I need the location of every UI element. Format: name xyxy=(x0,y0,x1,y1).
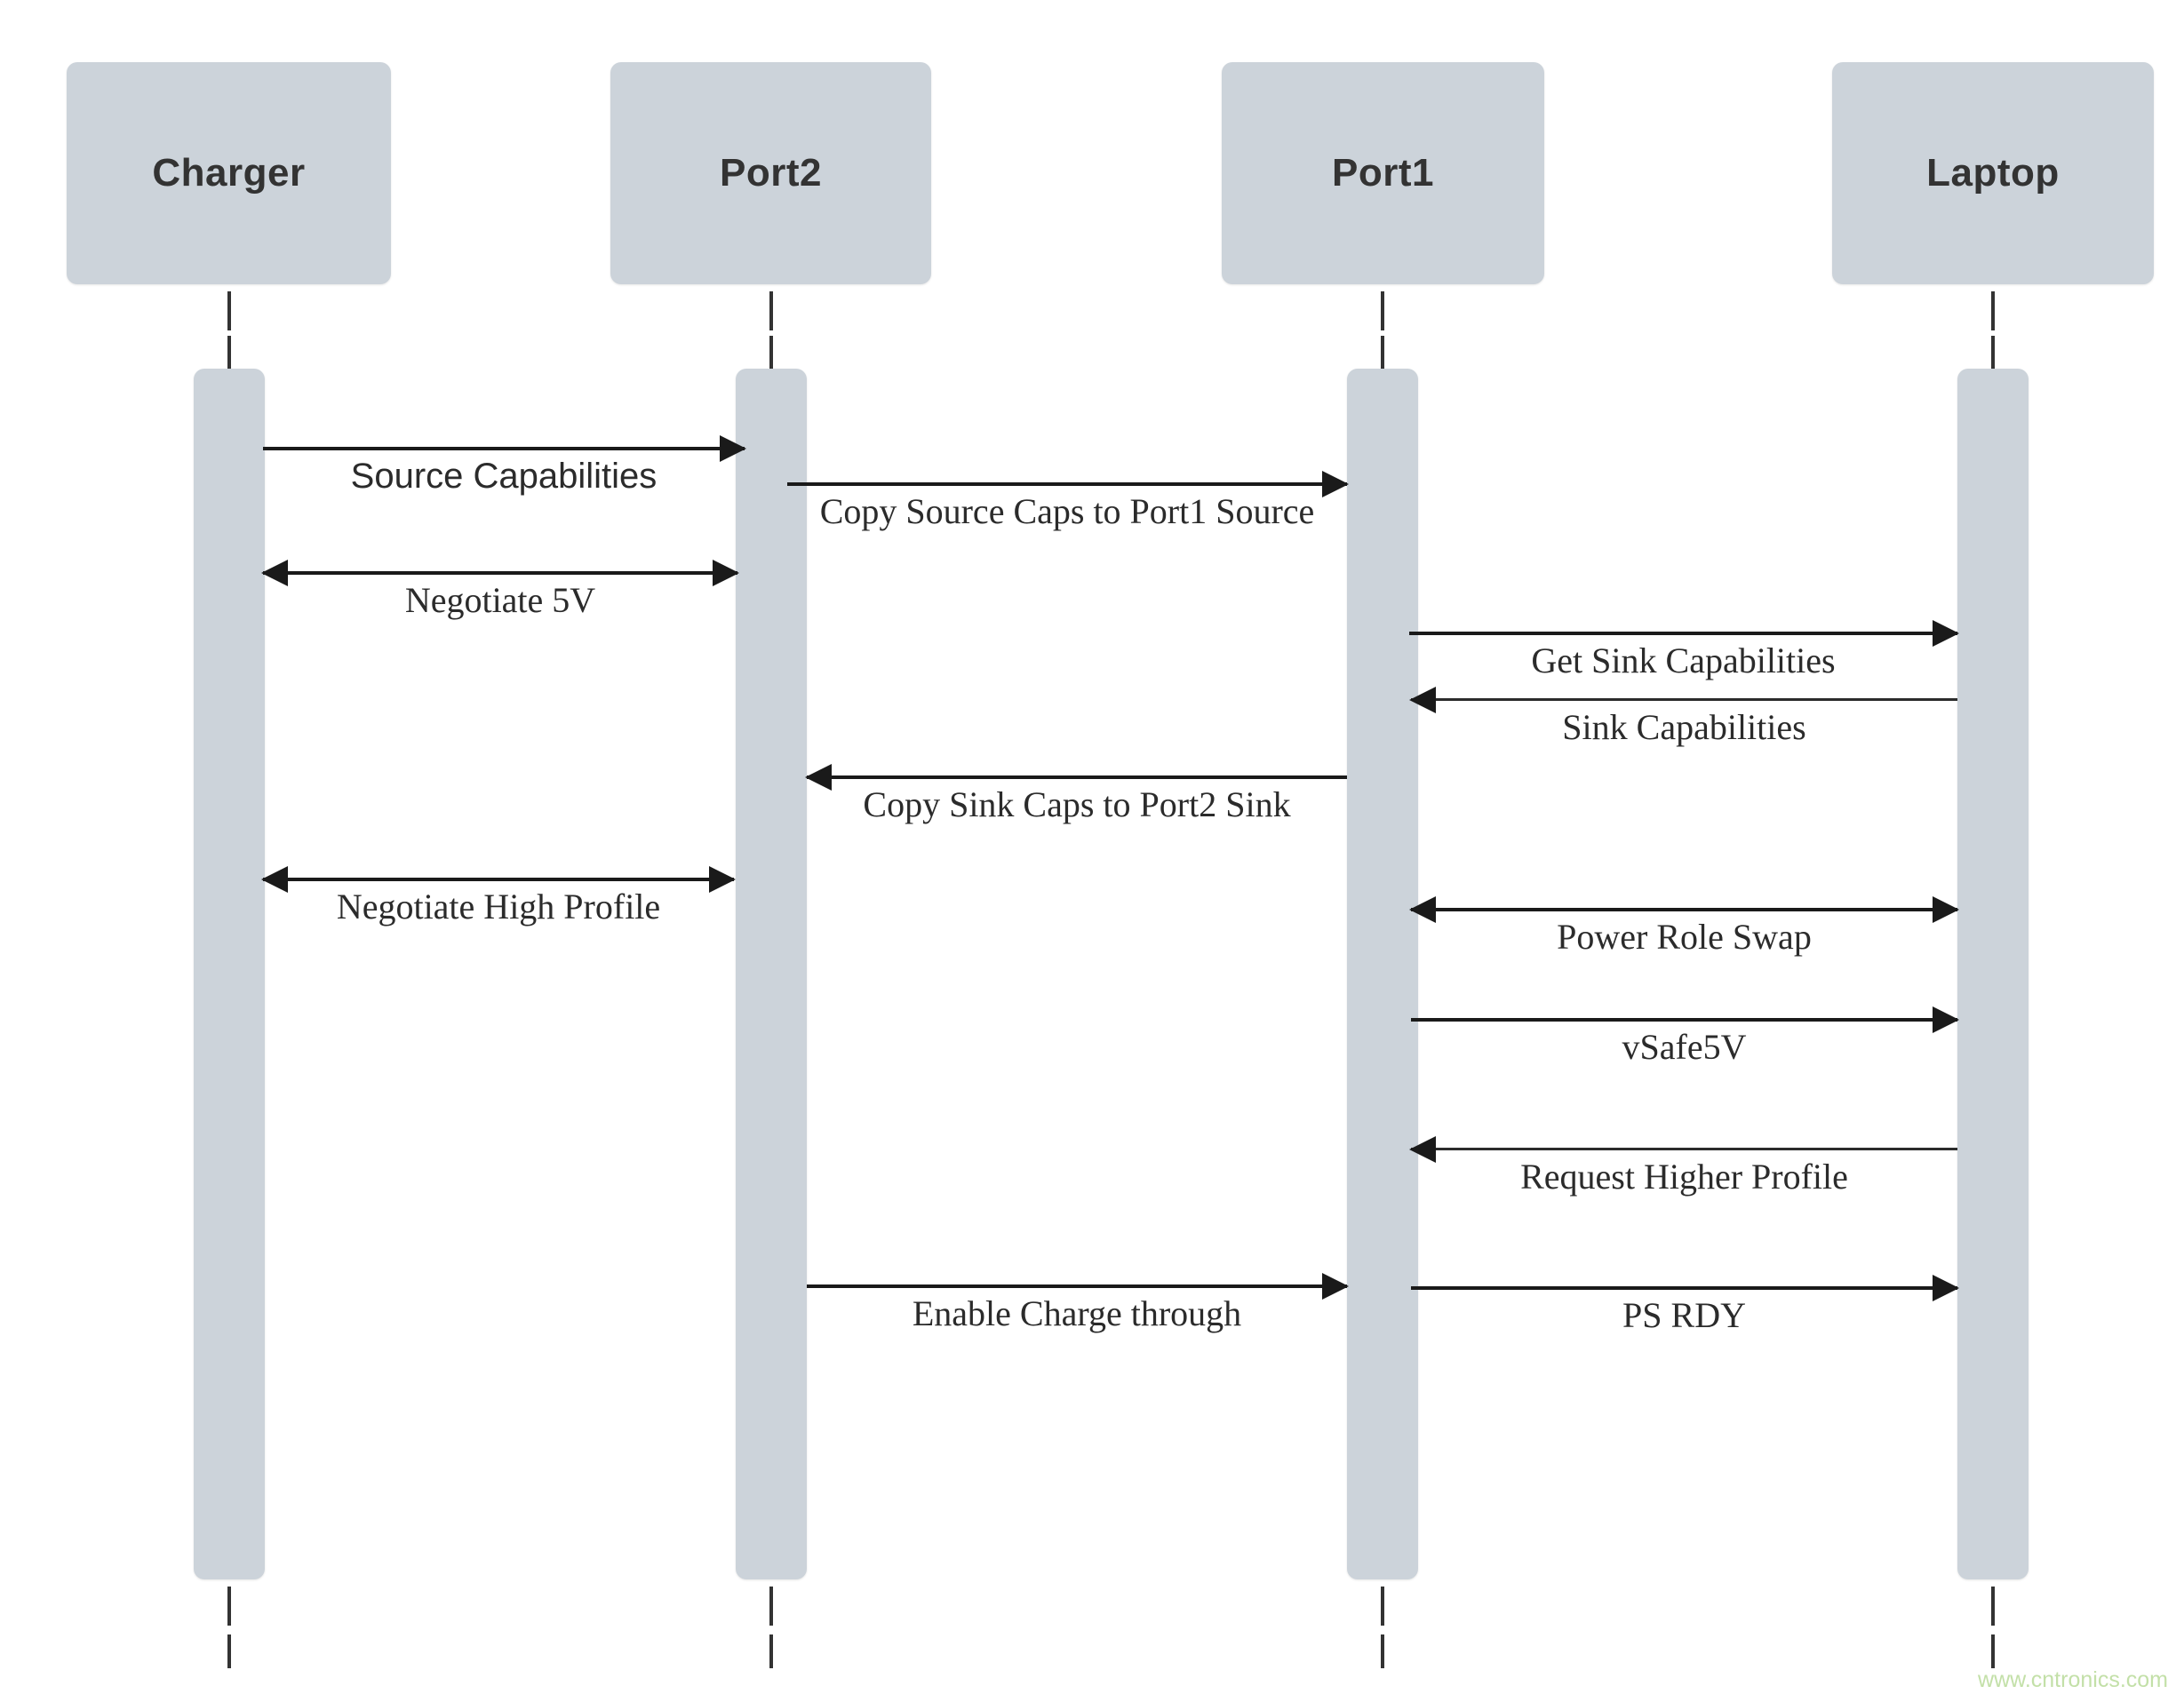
activation-bar-port1 xyxy=(1347,369,1418,1579)
lifeline-dash-laptop-0 xyxy=(1991,291,1995,330)
message-line-m7 xyxy=(263,878,734,881)
arrow-head-right-m11 xyxy=(1322,1273,1349,1300)
actor-box-port1: Port1 xyxy=(1222,62,1544,284)
lifeline-dash-port2-2 xyxy=(769,1587,773,1626)
arrow-head-right-m9 xyxy=(1933,1006,1959,1033)
site-watermark: www.cntronics.com xyxy=(1978,1667,2168,1692)
lifeline-dash-charger-2 xyxy=(227,1587,231,1626)
lifeline-dash-laptop-2 xyxy=(1991,1587,1995,1626)
actor-box-laptop: Laptop xyxy=(1832,62,2154,284)
message-line-m12 xyxy=(1411,1286,1957,1290)
lifeline-dash-port1-1 xyxy=(1381,336,1384,370)
arrow-head-left-m6 xyxy=(805,764,832,791)
arrow-head-left-m8 xyxy=(1409,896,1436,923)
message-line-m2 xyxy=(787,482,1347,486)
message-label-m2: Copy Source Caps to Port1 Source xyxy=(819,491,1315,531)
lifeline-dash-charger-0 xyxy=(227,291,231,330)
arrow-head-left-m10 xyxy=(1409,1136,1436,1163)
lifeline-dash-charger-1 xyxy=(227,336,231,370)
message-label-m12: PS RDY xyxy=(1622,1295,1746,1335)
activation-bar-port2 xyxy=(736,369,807,1579)
actor-label-laptop: Laptop xyxy=(1926,151,2060,195)
message-label-m3: Negotiate 5V xyxy=(404,580,596,620)
message-line-m9 xyxy=(1411,1018,1957,1022)
message-label-m8: Power Role Swap xyxy=(1557,917,1812,957)
message-line-m1 xyxy=(263,447,745,450)
arrow-head-right-m1 xyxy=(720,435,746,462)
activation-bar-laptop xyxy=(1957,369,2029,1579)
arrow-head-right-m3 xyxy=(713,560,739,586)
actor-label-port1: Port1 xyxy=(1332,151,1434,195)
actor-label-port2: Port2 xyxy=(720,151,822,195)
arrow-head-right-m2 xyxy=(1322,471,1349,497)
lifeline-dash-laptop-3 xyxy=(1991,1634,1995,1668)
message-line-m6 xyxy=(807,775,1347,779)
message-line-m3 xyxy=(263,571,737,575)
lifeline-dash-charger-3 xyxy=(227,1634,231,1668)
lifeline-dash-port1-2 xyxy=(1381,1587,1384,1626)
message-label-m4: Get Sink Capabilities xyxy=(1531,640,1836,680)
message-label-m11: Enable Charge through xyxy=(912,1293,1242,1333)
arrow-head-right-m7 xyxy=(709,866,736,893)
message-label-m5: Sink Capabilities xyxy=(1562,707,1806,747)
message-label-m10: Request Higher Profile xyxy=(1520,1157,1848,1197)
lifeline-dash-port1-0 xyxy=(1381,291,1384,330)
message-line-m5 xyxy=(1411,698,1957,701)
actor-box-charger: Charger xyxy=(67,62,391,284)
arrow-head-left-m7 xyxy=(261,866,288,893)
arrow-head-left-m5 xyxy=(1409,687,1436,713)
lifeline-dash-port1-3 xyxy=(1381,1634,1384,1668)
lifeline-dash-port2-3 xyxy=(769,1634,773,1668)
actor-box-port2: Port2 xyxy=(610,62,931,284)
arrow-head-right-m12 xyxy=(1933,1275,1959,1301)
message-line-m8 xyxy=(1411,908,1957,911)
message-label-m6: Copy Sink Caps to Port2 Sink xyxy=(863,784,1291,824)
actor-label-charger: Charger xyxy=(152,151,306,195)
arrow-head-right-m8 xyxy=(1933,896,1959,923)
message-line-m4 xyxy=(1409,632,1957,635)
message-line-m10 xyxy=(1411,1148,1957,1150)
message-line-m11 xyxy=(807,1284,1347,1288)
lifeline-dash-laptop-1 xyxy=(1991,336,1995,370)
message-label-m9: vSafe5V xyxy=(1622,1027,1747,1067)
message-label-m7: Negotiate High Profile xyxy=(336,887,661,927)
lifeline-dash-port2-1 xyxy=(769,336,773,370)
lifeline-dash-port2-0 xyxy=(769,291,773,330)
message-label-m1: Source Capabilities xyxy=(350,457,658,496)
activation-bar-charger xyxy=(194,369,265,1579)
arrow-head-right-m4 xyxy=(1933,620,1959,647)
arrow-head-left-m3 xyxy=(261,560,288,586)
